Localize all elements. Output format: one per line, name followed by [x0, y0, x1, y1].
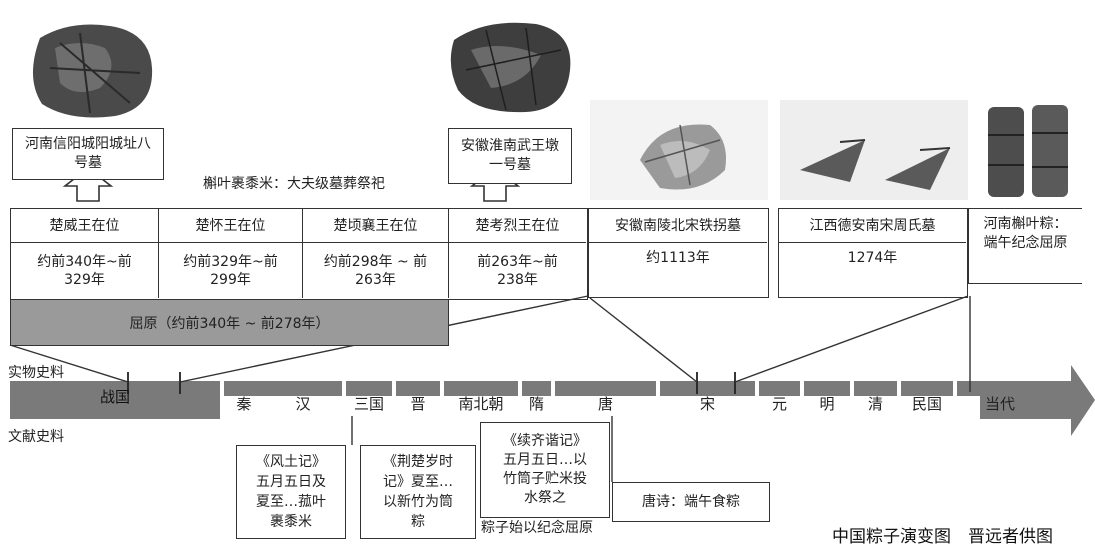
photo-anhui-nanling	[590, 100, 768, 200]
era-qin: 秦	[236, 394, 252, 413]
artifact-box-henan-modern: 河南槲叶粽：端午纪念屈原	[968, 208, 1082, 284]
era-sui: 隋	[528, 394, 544, 413]
era-minguo: 民国	[911, 394, 942, 413]
era-dangdai: 当代	[984, 394, 1015, 413]
quyuan-bar: 屈原（约前340年 ~ 前278年）	[10, 299, 449, 346]
era-han: 汉	[295, 394, 311, 413]
king-name-cell: 楚怀王在位	[159, 209, 303, 243]
document-tang-poem: 唐诗：端午食粽	[612, 482, 770, 522]
era-qing: 清	[867, 394, 883, 413]
kings-table: 楚威王在位 楚怀王在位 楚顷襄王在位 楚考烈王在位 约前340年~前329年 约…	[10, 208, 588, 300]
era-ming: 明	[819, 394, 835, 413]
king-name-cell: 楚威王在位	[11, 209, 159, 243]
label-documentary: 文献史料	[8, 429, 64, 445]
era-tang: 唐	[597, 394, 613, 413]
artifact-box-henan-xinyang: 河南信阳城阳城址八号墓	[12, 128, 164, 180]
artifact-title: 安徽淮南武王墩一号墓	[461, 138, 559, 173]
photo-jiangxi-dean	[780, 100, 968, 200]
king-date-cell: 约前298年 ~ 前263年	[303, 243, 449, 298]
artifact-title: 河南信阳城阳城址八号墓	[25, 136, 151, 171]
footer-caption: 中国粽子演变图 晋远者供图	[832, 527, 1053, 547]
king-name-cell: 楚考烈王在位	[449, 209, 586, 243]
label-physical: 实物史料	[8, 365, 64, 381]
document-xuqixie: 《续齐谐记》五月五日…以竹筒子贮米投水祭之	[480, 422, 610, 518]
artifact-date-cell: 1274年	[847, 250, 898, 266]
document-jingchu: 《荆楚岁时记》夏至…以新竹为筒粽	[360, 445, 476, 539]
photo-henan-xinyang	[20, 18, 160, 121]
king-date-cell: 约前329年~前299年	[159, 243, 303, 298]
era-nanbeichao: 南北朝	[458, 394, 504, 413]
era-song: 宋	[699, 394, 715, 413]
artifact-box-jiangxi-dean: 江西德安南宋周氏墓 1274年	[778, 208, 968, 298]
era-jin: 晋	[410, 394, 426, 413]
timeline-arrowhead	[1071, 365, 1095, 436]
artifact-box-anhui-huainan: 安徽淮南武王墩一号墓	[448, 128, 572, 184]
era-sanguo: 三国	[353, 394, 384, 413]
era-yuan: 元	[771, 394, 787, 413]
photo-henan-modern	[978, 95, 1078, 200]
artifact-date-cell: 约1113年	[646, 250, 710, 266]
photo-anhui-huainan	[446, 10, 578, 118]
artifact-box-anhui-nanling: 安徽南陵北宋铁拐墓 约1113年	[588, 208, 769, 298]
king-date-cell: 约前340年~前329年	[11, 243, 159, 298]
artifact-title-cell: 安徽南陵北宋铁拐墓	[589, 209, 767, 243]
annotation-center: 槲叶裹黍米：大夫级墓葬祭祀	[203, 176, 385, 192]
king-date-cell: 前263年~前238年	[477, 253, 558, 288]
king-name-cell: 楚顷襄王在位	[303, 209, 449, 243]
artifact-title-cell: 江西德安南宋周氏墓	[779, 209, 966, 243]
era-zhanguo: 战国	[99, 387, 130, 406]
quyuan-label: 屈原（约前340年 ~ 前278年）	[129, 315, 330, 332]
document-fengtuji: 《风土记》五月五日及夏至…菰叶裹黍米	[236, 445, 346, 539]
doc-caption: 粽子始以纪念屈原	[481, 520, 593, 536]
